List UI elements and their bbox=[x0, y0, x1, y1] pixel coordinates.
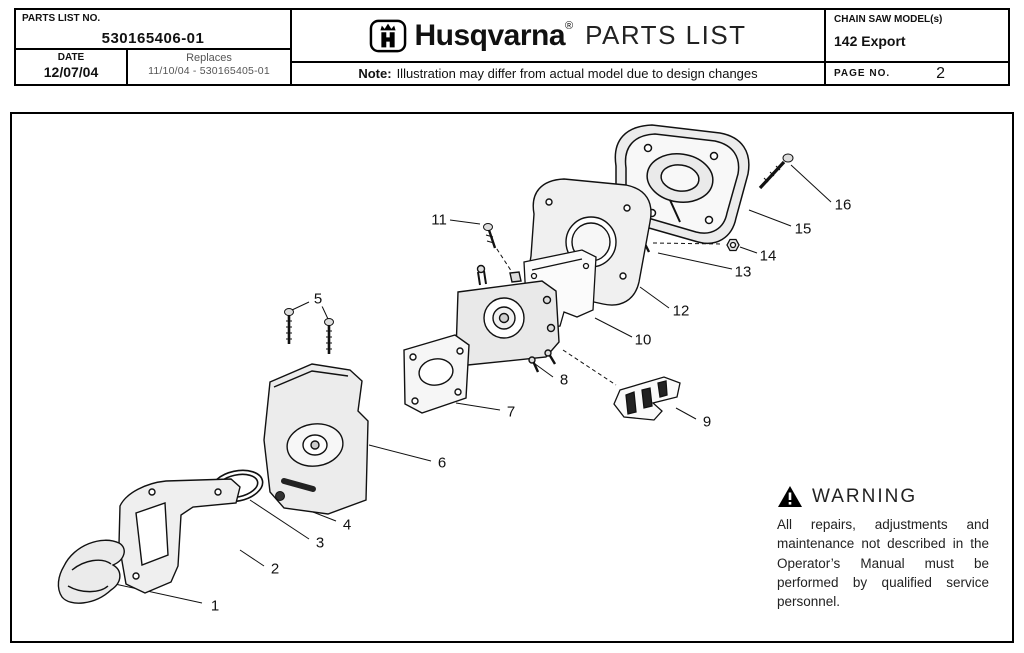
replaces-cell: Replaces 11/10/04 - 530165405-01 bbox=[128, 50, 290, 84]
part-16-screw bbox=[758, 153, 794, 190]
date-replaces-row: DATE 12/07/04 Replaces 11/10/04 - 530165… bbox=[16, 48, 290, 84]
date-label: DATE bbox=[57, 52, 85, 63]
date-value: 12/07/04 bbox=[43, 64, 99, 80]
part-9-intake-lever bbox=[613, 376, 681, 421]
page-number: 2 bbox=[936, 64, 946, 82]
part-callout-14: 14 bbox=[758, 247, 778, 265]
part-callout-10: 10 bbox=[633, 331, 653, 349]
part-callout-11: 11 bbox=[430, 211, 448, 229]
parts-list-no-cell: PARTS LIST NO. 530165406-01 bbox=[16, 10, 290, 48]
page-row: PAGE NO. 2 bbox=[826, 61, 1008, 84]
part-14-nut bbox=[726, 238, 740, 252]
header-right-block: CHAIN SAW MODEL(s) 142 Export PAGE NO. 2 bbox=[824, 10, 1008, 84]
warning-triangle-icon bbox=[777, 485, 803, 508]
replaces-value: 11/10/04 - 530165405-01 bbox=[148, 65, 270, 77]
part-2-bracket-frame bbox=[118, 478, 241, 594]
brand-row: Husqvarna ® PARTS LIST bbox=[292, 10, 824, 61]
parts-list-no-label: PARTS LIST NO. bbox=[22, 13, 101, 24]
warning-header: WARNING bbox=[777, 485, 989, 508]
replaces-label: Replaces bbox=[186, 52, 232, 64]
model-value: 142 Export bbox=[834, 33, 906, 49]
parts-list-no-value: 530165406-01 bbox=[101, 30, 205, 47]
part-5-screws bbox=[284, 308, 334, 354]
part-7-gasket bbox=[403, 334, 470, 414]
part-callout-4: 4 bbox=[341, 516, 353, 534]
part-callout-9: 9 bbox=[701, 413, 713, 431]
note-text: Illustration may differ from actual mode… bbox=[396, 66, 758, 81]
part-callout-12: 12 bbox=[671, 302, 691, 320]
part-6-carburetor-housing bbox=[263, 363, 369, 515]
part-callout-2: 2 bbox=[269, 560, 281, 578]
brand-name: Husqvarna bbox=[414, 18, 566, 52]
note-row: Note: Illustration may differ from actua… bbox=[292, 61, 824, 84]
page-label: PAGE NO. bbox=[834, 68, 891, 79]
warning-text: All repairs, adjustments and maintenance… bbox=[777, 517, 989, 610]
part-callout-8: 8 bbox=[558, 371, 570, 389]
warning-block: WARNING All repairs, adjustments and mai… bbox=[777, 485, 989, 611]
husqvarna-crown-h-icon bbox=[369, 18, 407, 54]
parts-diagram-drawing bbox=[57, 124, 832, 604]
part-callout-15: 15 bbox=[793, 220, 813, 238]
part-callout-5: 5 bbox=[312, 290, 324, 308]
document-header: PARTS LIST NO. 530165406-01 DATE 12/07/0… bbox=[14, 8, 1010, 86]
part-11-screw bbox=[483, 223, 497, 249]
part-1-air-deflector bbox=[57, 539, 125, 604]
model-label: CHAIN SAW MODEL(s) bbox=[834, 14, 943, 25]
part-callout-13: 13 bbox=[733, 263, 753, 281]
part-callout-6: 6 bbox=[436, 454, 448, 472]
header-left-block: PARTS LIST NO. 530165406-01 DATE 12/07/0… bbox=[16, 10, 292, 84]
part-callout-7: 7 bbox=[505, 403, 517, 421]
note-label: Note: bbox=[358, 66, 392, 81]
model-cell: CHAIN SAW MODEL(s) 142 Export bbox=[826, 10, 1008, 61]
part-8-carburetor bbox=[455, 264, 560, 373]
part-callout-16: 16 bbox=[833, 196, 853, 214]
part-callout-1: 1 bbox=[209, 597, 221, 615]
warning-title: WARNING bbox=[812, 485, 918, 507]
document-title: PARTS LIST bbox=[585, 20, 747, 50]
part-callout-3: 3 bbox=[314, 534, 326, 552]
date-cell: DATE 12/07/04 bbox=[16, 50, 128, 84]
header-center-block: Husqvarna ® PARTS LIST Note: Illustratio… bbox=[292, 10, 824, 84]
registered-mark: ® bbox=[565, 20, 574, 32]
part-4-plug bbox=[275, 478, 316, 501]
